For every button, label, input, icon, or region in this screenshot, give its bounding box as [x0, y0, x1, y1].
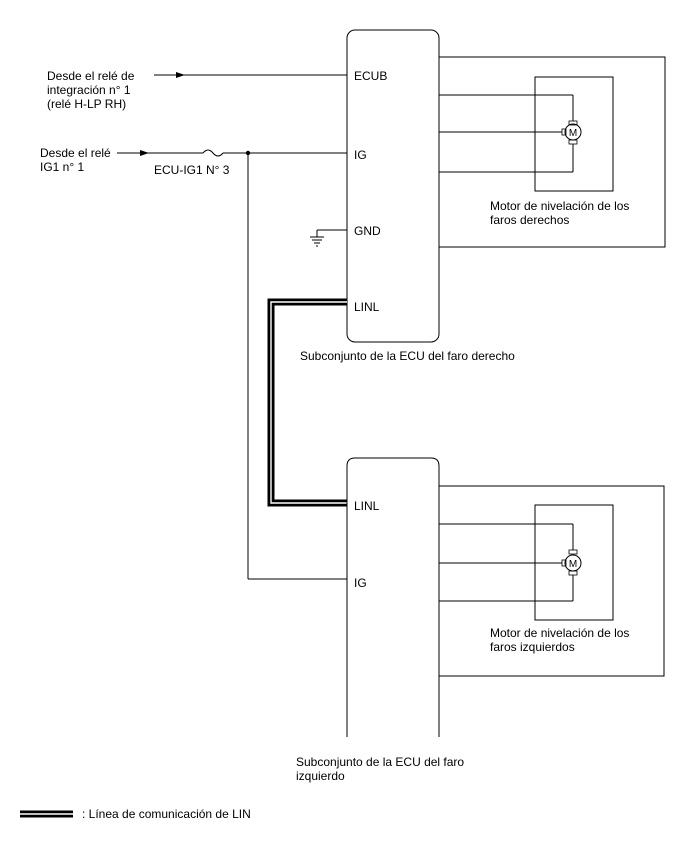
- ground-icon: [310, 229, 347, 247]
- ig-source-line1: Desde el relé: [40, 146, 111, 160]
- right-ecu-pin-ecub: ECUB: [354, 69, 387, 83]
- left-ecu-pin-ig: IG: [354, 576, 367, 590]
- lin-communication-line: [267, 298, 347, 507]
- right-motor-outer-box: [438, 56, 666, 248]
- right-motor-label-1: Motor de nivelación de los: [490, 199, 629, 213]
- left-ecu-label-1: Subconjunto de la ECU del faro: [296, 755, 464, 769]
- fuse-label: ECU-IG1 N° 3: [154, 163, 230, 177]
- right-ecu-pin-gnd: GND: [354, 224, 381, 238]
- right-motor-inner-box: [534, 76, 614, 192]
- right-motor-label-2: faros derechos: [490, 213, 569, 227]
- left-ecu-label-2: izquierdo: [296, 769, 345, 783]
- left-motor-label-2: faros izquierdos: [490, 640, 575, 654]
- svg-text:M: M: [569, 128, 577, 139]
- left-motor-outer-box: [438, 485, 665, 677]
- ecub-arrow-icon: [176, 72, 185, 78]
- left-ecu-pin-linl: LINL: [354, 499, 380, 513]
- right-ecu-pin-linl: LINL: [354, 300, 380, 314]
- svg-text:M: M: [569, 559, 577, 570]
- left-ecu-box: [346, 457, 440, 737]
- left-motor-symbol: M: [561, 549, 582, 576]
- right-motor-symbol: M: [561, 120, 582, 145]
- right-ecu-pin-ig: IG: [354, 148, 367, 162]
- ig-source-line2: IG1 n° 1: [40, 160, 84, 174]
- legend-label: : Línea de comunicación de LIN: [82, 807, 251, 821]
- right-ecu-label: Subconjunto de la ECU del faro derecho: [300, 349, 515, 363]
- ecub-source-line1: Desde el relé de: [47, 69, 135, 83]
- fuse-icon: [202, 149, 224, 157]
- ecub-source-line2: integración n° 1: [47, 83, 131, 97]
- ecub-source-line3: (relé H-LP RH): [47, 97, 126, 111]
- ig-arrow-icon: [140, 150, 149, 156]
- left-motor-label-1: Motor de nivelación de los: [490, 626, 629, 640]
